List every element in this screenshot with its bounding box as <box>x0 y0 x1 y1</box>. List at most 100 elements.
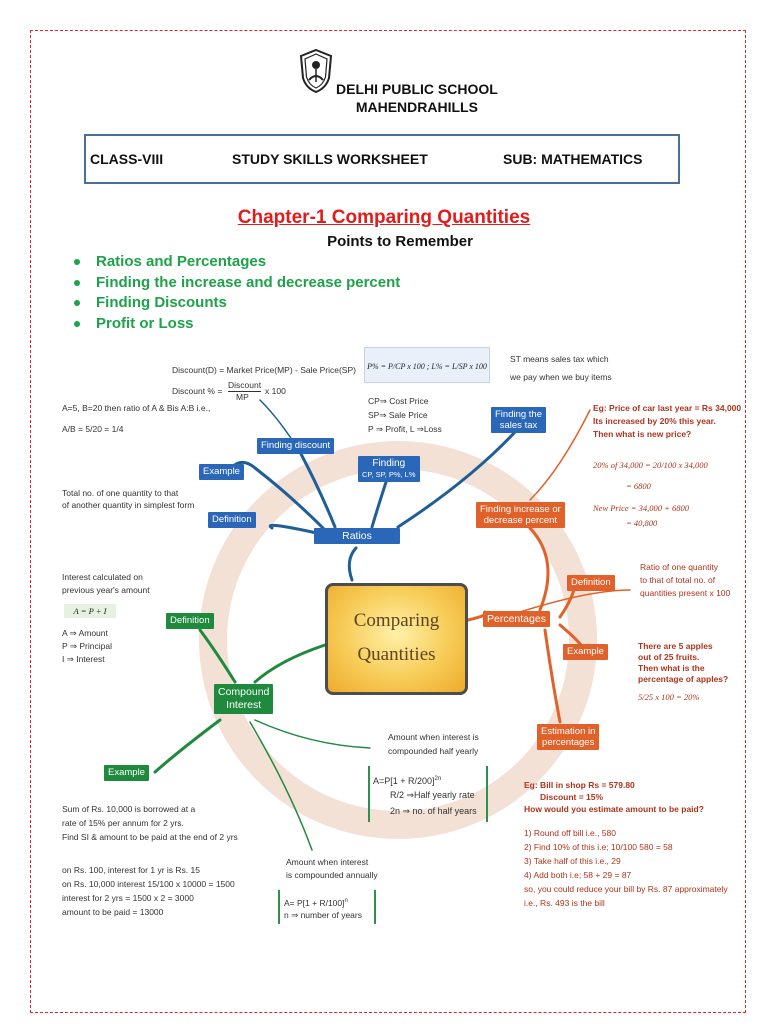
node-ci-example: Example <box>104 765 149 781</box>
central-node-comparing-quantities: Comparing Quantities <box>325 583 468 695</box>
school-logo-icon <box>299 48 333 94</box>
estimation-example-3: How would you estimate amount to be paid… <box>524 804 704 814</box>
discount-multiplier: x 100 <box>265 386 286 396</box>
node-percent-example: Example <box>563 644 608 660</box>
percent-example-1: There are 5 apples <box>638 641 713 651</box>
node-ratios: Ratios <box>314 528 400 544</box>
central-node-line2: Quantities <box>357 644 436 665</box>
node-estimation: Estimation in percentages <box>537 724 600 750</box>
estimation-example-2: Discount = 15% <box>540 792 604 802</box>
estimation-step-5: so, you could reduce your bill by Rs. 87… <box>524 884 728 894</box>
ci-example-5: on Rs. 10,000 interest 15/100 x 10000 = … <box>62 879 235 889</box>
node-ci-definition: Definition <box>166 613 214 629</box>
node-finding-cp-sp-line1: Finding <box>372 458 406 469</box>
percent-definition-2: to that of total no. of <box>640 575 716 585</box>
half-yearly-formula-3: 2n ⇒ no. of half years <box>390 806 477 816</box>
node-finding-sales-tax-line2: sales tax <box>499 420 538 431</box>
ci-definition-1: Interest calculated on <box>62 572 143 582</box>
half-yearly-bracket <box>368 766 488 822</box>
increase-example-3: Then what is new price? <box>593 429 692 439</box>
node-finding-discount: Finding discount <box>257 438 335 454</box>
half-yearly-formula-exponent: 2n <box>434 776 442 782</box>
increase-example-1: Eg: Price of car last year = Rs 34,000 <box>593 403 742 413</box>
percent-example-3: Then what is the <box>638 663 705 673</box>
node-finding-increase: Finding increase or decrease percent <box>476 502 565 528</box>
ci-example-3: Find SI & amount to be paid at the end o… <box>62 832 238 842</box>
list-item: Finding the increase and decrease percen… <box>72 273 400 294</box>
chapter-title: Chapter-1 Comparing Quantities <box>237 207 531 228</box>
ci-formula: A = P + I <box>64 604 116 618</box>
half-yearly-formula-1: A=P[1 + R/200]2n <box>373 774 441 787</box>
list-item: Profit or Loss <box>72 314 400 335</box>
ci-interest: I ⇒ Interest <box>62 654 105 664</box>
discount-denominator: MP <box>236 392 249 402</box>
profit-loss-definition: P ⇒ Profit, L ⇒Loss <box>368 424 442 434</box>
sales-tax-text-2: we pay when we buy items <box>510 372 612 382</box>
ci-example-7: amount to be paid = 13000 <box>62 907 164 917</box>
annual-text-2: is compounded annually <box>286 870 378 880</box>
ratio-definition-text-1: Total no. of one quantity to that <box>62 488 179 498</box>
estimation-step-2: 2) Find 10% of this i.e; 10/100 580 = 58 <box>524 842 673 852</box>
ci-principal: P ⇒ Principal <box>62 641 112 651</box>
sp-definition: SP⇒ Sale Price <box>368 410 428 420</box>
node-finding-sales-tax: Finding the sales tax <box>491 407 547 433</box>
node-percent-definition: Definition <box>567 575 615 591</box>
page-border <box>30 30 746 1013</box>
profit-loss-formula: P% = P/CP x 100 ; L% = L/SP x 100 <box>364 347 490 383</box>
watermark-ring <box>199 441 597 839</box>
points-heading: Points to Remember <box>327 233 473 250</box>
node-finding-cp-sp: Finding CP, SP, P%, L% <box>358 456 420 482</box>
percent-definition-1: Ratio of one quantity <box>640 562 718 572</box>
cp-definition: CP⇒ Cost Price <box>368 396 429 406</box>
school-name: DELHI PUBLIC SCHOOL MAHENDRAHILLS <box>336 80 498 116</box>
estimation-example-1: Eg: Bill in shop Rs = 579.80 <box>524 780 635 790</box>
estimation-step-3: 3) Take half of this i.e., 29 <box>524 856 621 866</box>
points-list: Ratios and Percentages Finding the incre… <box>72 252 400 334</box>
half-yearly-text-2: compounded half yearly <box>388 746 479 756</box>
half-yearly-formula-base: A=P[1 + R/200] <box>373 776 435 786</box>
sales-tax-text-1: ST means sales tax which <box>510 354 609 364</box>
annual-formula-1: A= P[1 + R/100]n <box>284 896 348 909</box>
discount-formula-1: Discount(D) = Market Price(MP) - Sale Pr… <box>172 365 356 375</box>
node-finding-cp-sp-line2: CP, SP, P%, L% <box>362 470 416 479</box>
estimation-step-4: 4) Add both i.e; 58 + 29 = 87 <box>524 870 632 880</box>
ci-example-4: on Rs. 100, interest for 1 yr is Rs. 15 <box>62 865 200 875</box>
list-item: Finding Discounts <box>72 293 400 314</box>
node-finding-increase-line2: decrease percent <box>483 515 558 526</box>
half-yearly-formula-2: R/2 ⇒Half yearly rate <box>390 790 475 800</box>
percent-example-2: out of 25 fruits. <box>638 652 700 662</box>
discount-formula-2: Discount % = <box>172 386 223 396</box>
increase-calc-2: = 6800 <box>626 481 651 491</box>
increase-calc-1: 20% of 34,000 = 20/100 x 34,000 <box>593 460 708 470</box>
annual-formula-exponent: n <box>344 898 348 904</box>
school-name-line2: MAHENDRAHILLS <box>355 99 478 115</box>
ci-example-2: rate of 15% per annum for 2 yrs. <box>62 818 184 828</box>
ci-example-1: Sum of Rs. 10,000 is borrowed at a <box>62 804 196 814</box>
ratio-definition-text-2: of another quantity in simplest form <box>62 500 195 510</box>
node-compound-interest-line1: Compound <box>218 686 270 698</box>
node-finding-sales-tax-line1: Finding the <box>495 409 543 420</box>
worksheet-title: STUDY SKILLS WORKSHEET <box>232 151 428 167</box>
percent-example-5: 5/25 x 100 = 20% <box>638 692 700 702</box>
annual-text-1: Amount when interest <box>286 857 369 867</box>
ci-example-6: interest for 2 yrs = 1500 x 2 = 3000 <box>62 893 194 903</box>
increase-example-2: Its increased by 20% this year. <box>593 416 716 426</box>
node-estimation-line1: Estimation in <box>541 726 596 737</box>
node-percentages: Percentages <box>483 611 550 627</box>
increase-calc-3: New Price = 34,000 + 6800 <box>593 503 689 513</box>
subject-label: SUB: MATHEMATICS <box>503 151 643 167</box>
class-label: CLASS-VIII <box>90 151 164 167</box>
school-name-line1: DELHI PUBLIC SCHOOL <box>336 81 498 97</box>
percent-example-4: percentage of apples? <box>638 674 729 684</box>
node-estimation-line2: percentages <box>542 737 595 748</box>
half-yearly-text-1: Amount when interest is <box>388 732 479 742</box>
annual-formula-base: A= P[1 + R/100] <box>284 897 345 908</box>
estimation-step-6: i.e., Rs. 493 is the bill <box>524 898 605 908</box>
header-box <box>84 134 680 184</box>
ratio-example-text-2: A/B = 5/20 = 1/4 <box>62 424 124 434</box>
annual-formula-2: n ⇒ number of years <box>284 910 362 920</box>
ratio-example-text-1: A=5, B=20 then ratio of A & Bis A:B i.e.… <box>62 403 211 413</box>
node-ratio-example: Example <box>199 464 244 480</box>
discount-numerator: Discount <box>228 380 262 392</box>
annual-bracket <box>278 890 376 924</box>
